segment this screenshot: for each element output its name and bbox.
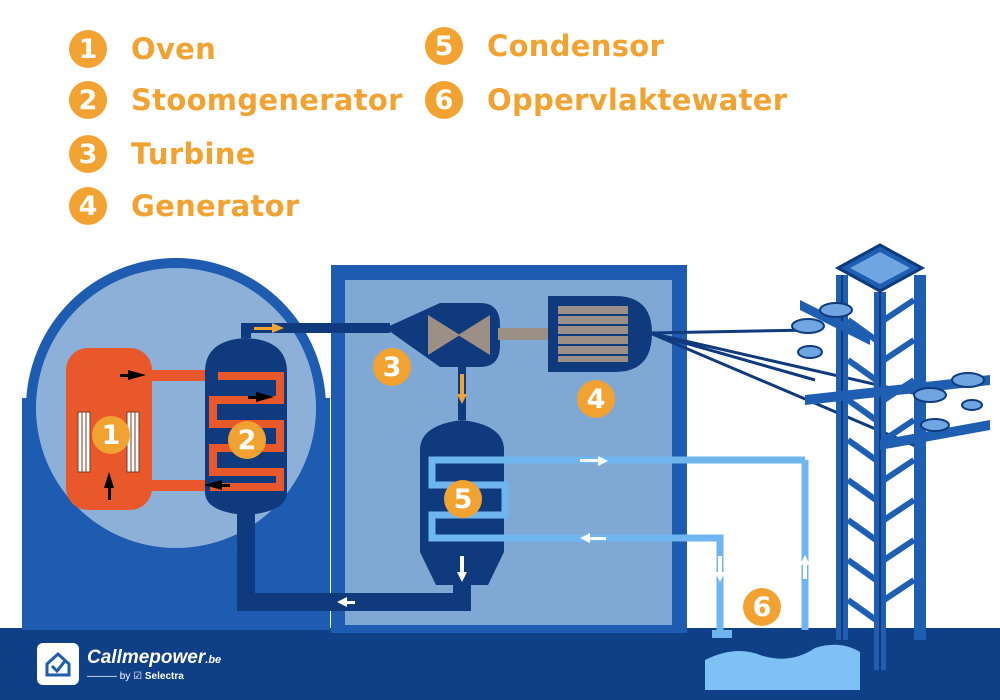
steam-generator-coil — [209, 372, 284, 491]
legend-number: 6 — [425, 81, 463, 119]
steam-line — [241, 323, 390, 338]
legend-number: 1 — [69, 30, 107, 68]
marker-oven: 1 — [92, 416, 130, 454]
legend-item-condensor: 5 Condensor — [425, 27, 664, 65]
marker-turbine: 3 — [373, 348, 411, 386]
legend-item-oven: 1 Oven — [69, 30, 216, 68]
marker-stoomgenerator: 2 — [228, 421, 266, 459]
house-check-icon — [37, 643, 79, 685]
legend-label: Turbine — [131, 137, 256, 171]
cooling-water-loop — [428, 456, 805, 630]
ground-water-ripple — [705, 644, 860, 690]
callmepower-logo: Callmepower.be ——— by ☑ Selectra — [37, 643, 221, 685]
fuel-rods — [77, 411, 140, 473]
generator-coils — [558, 306, 628, 362]
marker-condensor: 5 — [444, 480, 482, 518]
legend-item-turbine: 3 Turbine — [69, 135, 256, 173]
legend-label: Oppervlaktewater — [487, 83, 788, 117]
legend-number: 3 — [69, 135, 107, 173]
marker-generator: 4 — [577, 380, 615, 418]
logo-company: Selectra — [144, 670, 184, 682]
hot-pipe-top — [150, 370, 218, 381]
logo-brand: Callmepower — [87, 646, 206, 668]
flow-arrows — [104, 323, 810, 607]
legend-item-generator: 4 Generator — [69, 187, 299, 225]
logo-tld: .be — [205, 653, 222, 666]
logo-by: by — [119, 670, 131, 682]
legend-label: Generator — [131, 189, 300, 223]
legend-number: 4 — [69, 187, 107, 225]
legend-number: 5 — [425, 27, 463, 65]
legend-label: Stoomgenerator — [131, 83, 403, 117]
hot-pipe-bottom — [150, 480, 218, 491]
electricity-pylon — [791, 243, 990, 670]
legend-label: Oven — [131, 32, 217, 66]
marker-oppervlaktewater: 6 — [743, 588, 781, 626]
legend-item-stoomgenerator: 2 Stoomgenerator — [69, 81, 403, 119]
legend-number: 2 — [69, 81, 107, 119]
legend-item-oppervlaktewater: 6 Oppervlaktewater — [425, 81, 787, 119]
legend-label: Condensor — [487, 29, 665, 63]
turbine-blades — [428, 315, 490, 355]
water-outlet — [712, 630, 732, 638]
turbine-shaft — [498, 328, 553, 340]
